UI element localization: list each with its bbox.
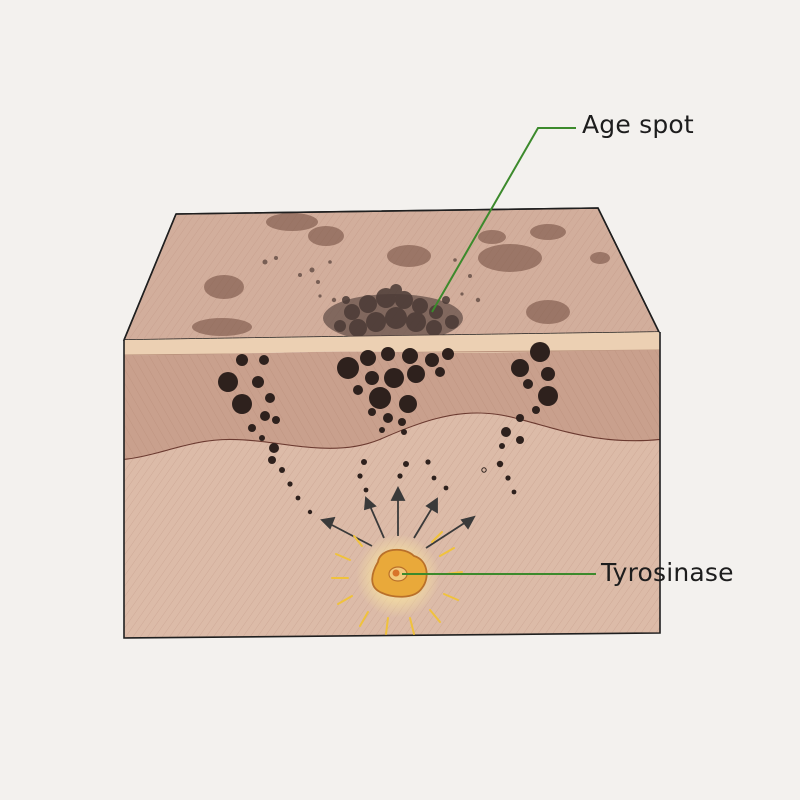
stratum-band [124, 332, 660, 356]
tyrosinase-label: Tyrosinase [601, 558, 734, 587]
age-spot-leader-line [431, 127, 576, 313]
age-spot-cluster [323, 284, 463, 342]
arrow-up-icon [320, 485, 476, 549]
block-outline [123, 207, 661, 639]
migrating-granules [279, 459, 517, 515]
leader-lines [402, 127, 596, 575]
melanin-granules-left [218, 354, 280, 464]
tyrosinase-cell-icon [371, 548, 428, 598]
age-spot-label: Age spot [582, 110, 694, 139]
melanin-granules-right [499, 342, 558, 449]
melanin-granules-center [337, 347, 454, 435]
surface-pigmentation [192, 213, 610, 336]
